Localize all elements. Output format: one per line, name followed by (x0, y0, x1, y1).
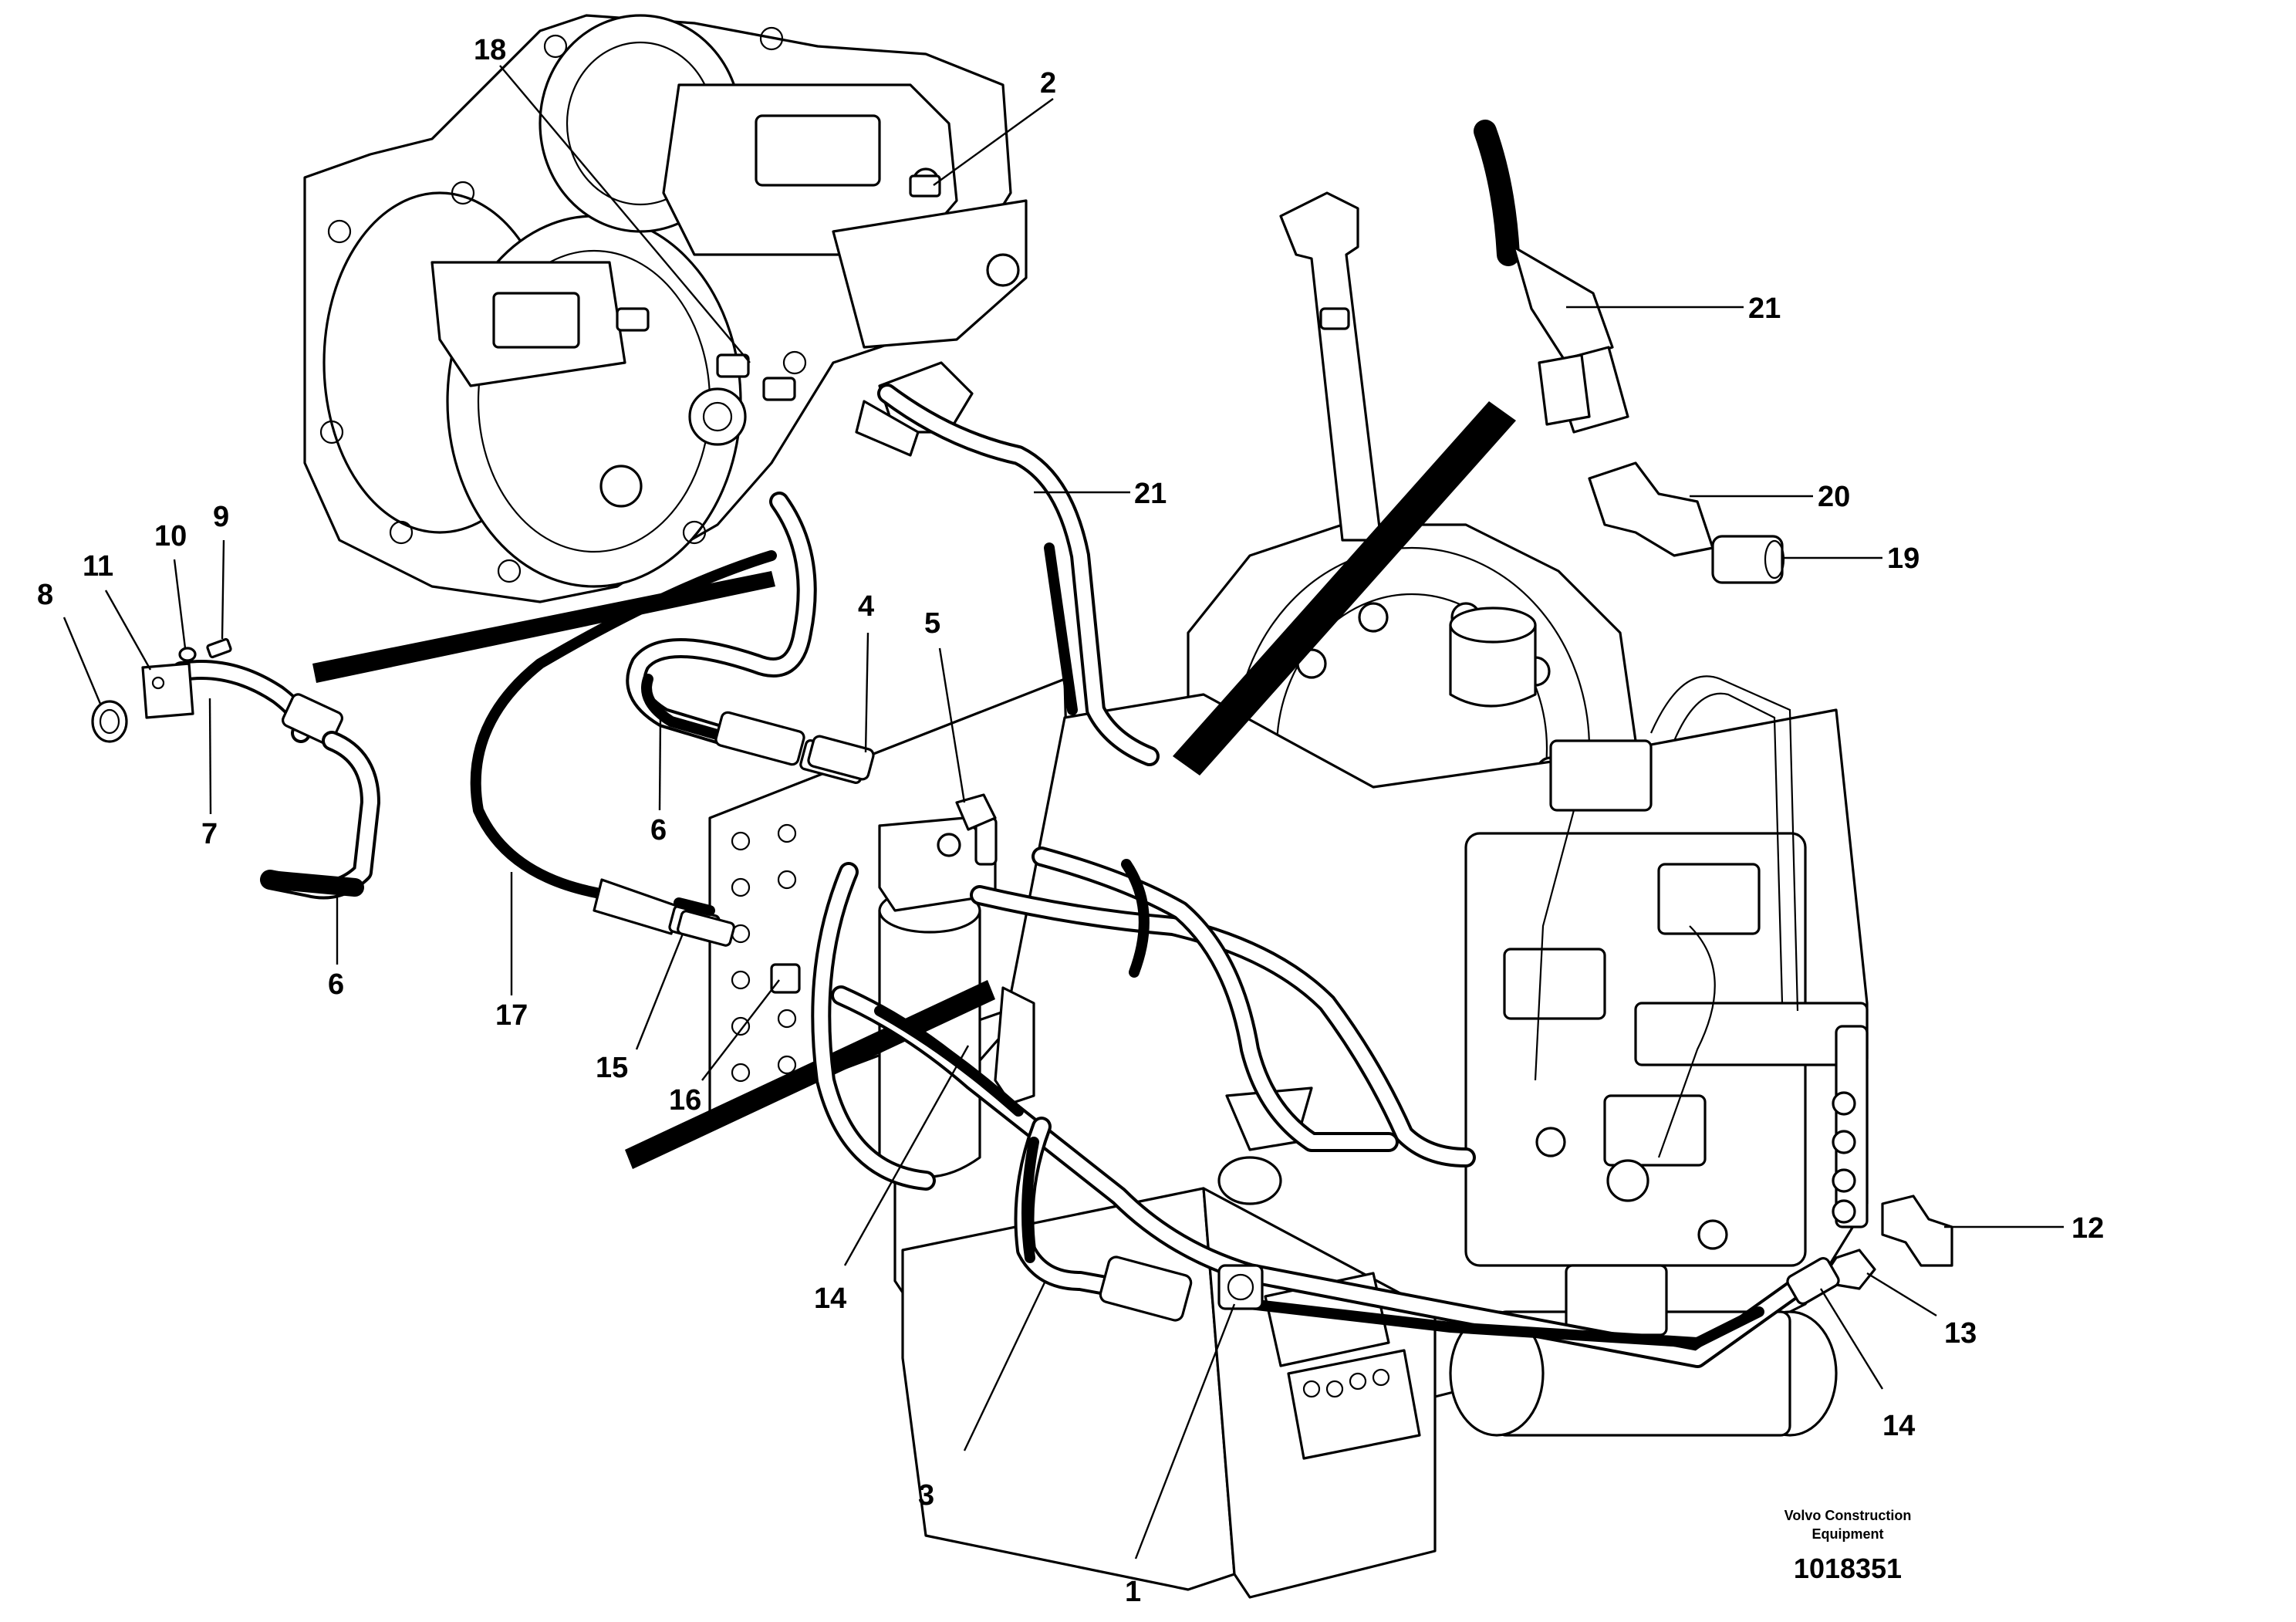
callout-8: 8 (37, 579, 53, 611)
callout-14-right: 14 (1882, 1410, 1915, 1442)
callout-2: 2 (1040, 67, 1056, 100)
callout-15: 15 (596, 1052, 628, 1084)
callout-20: 20 (1818, 481, 1850, 513)
pump-assembly-drawing (303, 14, 1028, 603)
loose-fittings (677, 353, 1953, 1305)
callout-12: 12 (2071, 1212, 2104, 1245)
callout-14-left: 14 (814, 1282, 846, 1315)
callout-18: 18 (474, 34, 506, 66)
callout-5: 5 (924, 607, 940, 640)
transmission-drawing (708, 191, 1869, 1599)
callout-21-top: 21 (1748, 292, 1781, 325)
caption-block: Volvo Construction Equipment 1018351 (1784, 1508, 1912, 1584)
document-number: 1018351 (1794, 1553, 1902, 1584)
callout-3: 3 (918, 1479, 934, 1512)
caption-line-1: Volvo Construction (1784, 1508, 1912, 1523)
callout-21-middle: 21 (1134, 478, 1167, 510)
callout-9: 9 (213, 501, 229, 533)
callout-10: 10 (154, 520, 187, 552)
callout-6-left: 6 (328, 968, 344, 1001)
leader-lines (62, 65, 2064, 1559)
callout-11: 11 (83, 550, 113, 583)
callout-13: 13 (1944, 1317, 1977, 1350)
callout-17: 17 (495, 999, 528, 1032)
callout-16: 16 (669, 1084, 701, 1117)
callout-19: 19 (1887, 542, 1920, 575)
callout-1: 1 (1125, 1576, 1141, 1608)
caption-line-2: Equipment (1812, 1526, 1884, 1542)
callout-4: 4 (858, 590, 874, 623)
callout-labels: 18 2 21 21 20 19 9 10 11 8 4 5 6 7 6 17 … (37, 34, 2104, 1608)
callout-6-middle: 6 (650, 814, 667, 846)
callout-7: 7 (201, 818, 218, 850)
